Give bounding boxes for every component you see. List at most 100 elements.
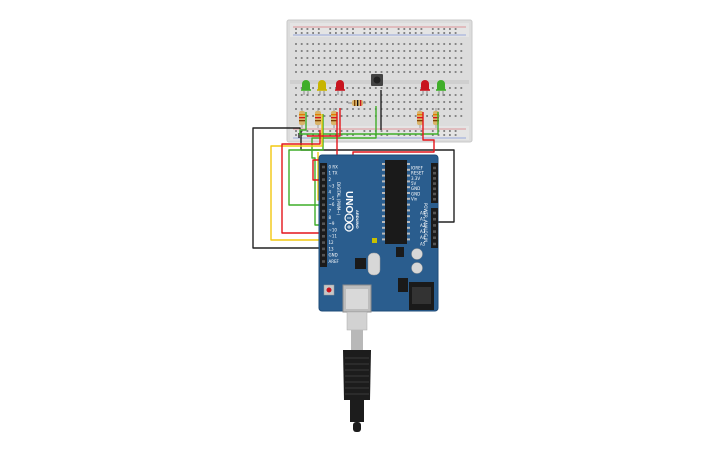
wire-red-b [312, 112, 338, 181]
power-pin[interactable] [433, 171, 436, 175]
power-pin[interactable] [433, 166, 436, 170]
wire-green-right [299, 112, 439, 135]
power-pin-label: RESET [411, 171, 424, 176]
power-pin[interactable] [433, 192, 436, 196]
analog-pin-label: A2 [420, 223, 426, 228]
power-header-label: POWER [423, 203, 428, 218]
analog-header-label: ANALOG IN [423, 220, 428, 242]
analog-pin[interactable] [433, 230, 436, 233]
analog-pin-label: A5 [420, 241, 426, 246]
digital-pin-label: 0 RX [329, 164, 339, 169]
resistor-horizontal [348, 100, 366, 106]
digital-pin-label: 8 [329, 215, 332, 220]
atmega-chip [382, 160, 410, 244]
wire-black-left [252, 127, 320, 249]
analog-pin-label: A0 [420, 210, 426, 215]
digital-pin[interactable] [322, 203, 325, 207]
digital-pin-label: 1 TX [329, 171, 338, 176]
crystal-oscillator [367, 252, 381, 276]
resistor-vertical [417, 108, 423, 128]
digital-pin[interactable] [322, 260, 325, 263]
wire-red-d [352, 112, 435, 157]
power-pin-label: 3.3V [411, 176, 420, 181]
analog-pin[interactable] [433, 224, 436, 227]
digital-pin-label: 13 [329, 246, 335, 251]
led-red-right-icon [420, 80, 430, 96]
digital-pin[interactable] [322, 222, 325, 225]
led-green-left-icon [301, 80, 311, 96]
analog-pin[interactable] [433, 211, 436, 215]
digital-pin-label: GND [329, 253, 338, 258]
digital-pin[interactable] [322, 228, 325, 232]
power-pin-label: 5V [411, 181, 417, 186]
led-green-right-icon [436, 80, 446, 96]
digital-pin[interactable] [322, 197, 325, 200]
analog-pin[interactable] [433, 217, 436, 221]
digital-pin[interactable] [322, 253, 325, 257]
power-jack-inner [412, 287, 431, 304]
analog-pin-label: A3 [420, 229, 426, 234]
wire-red-a [307, 108, 341, 137]
digital-pin[interactable] [322, 165, 325, 169]
power-pin[interactable] [433, 197, 436, 201]
digital-pin-label: ~9 [329, 221, 335, 226]
digital-pin[interactable] [322, 184, 325, 188]
digital-pin[interactable] [322, 235, 325, 238]
digital-pin-label: 2 [329, 177, 332, 182]
digital-pin-header[interactable] [320, 163, 327, 267]
digital-header-label: DIGITAL (PWM~) [336, 182, 341, 216]
small-chip [355, 258, 366, 269]
usb-cable [343, 311, 371, 432]
digital-pin-label: 12 [329, 240, 335, 245]
resistor-vertical [331, 108, 337, 128]
digital-pin[interactable] [322, 178, 325, 181]
analog-pin[interactable] [433, 236, 436, 240]
analog-pin[interactable] [433, 242, 436, 246]
digital-pin-label: AREF [329, 259, 340, 264]
digital-pin-label: ~6 [329, 202, 335, 207]
wire-green-b [311, 106, 377, 226]
led-indicator [372, 238, 377, 243]
resistor-vertical [299, 108, 305, 128]
digital-pin[interactable] [322, 241, 325, 244]
power-pin-label: Vin [411, 197, 418, 202]
usb-port-inner [346, 289, 368, 309]
digital-pin-label: ~3 [329, 183, 335, 188]
power-pin[interactable] [433, 187, 436, 191]
uno-model-label: UNO [343, 191, 354, 213]
wire-green-left [299, 112, 307, 134]
digital-pin-label: ~5 [329, 196, 335, 201]
digital-pin-label: ~10 [329, 227, 338, 232]
digital-pin[interactable] [322, 216, 325, 219]
power-pin-label: GND [411, 186, 420, 191]
wire-red-c [281, 130, 321, 234]
capacitor [411, 262, 423, 274]
arduino-logo-icon [344, 213, 354, 232]
power-pin-label: IOREF [411, 165, 424, 170]
digital-pin[interactable] [322, 172, 325, 175]
digital-pin-label: 7 [329, 209, 332, 214]
power-pin[interactable] [433, 182, 436, 185]
digital-pin[interactable] [322, 209, 325, 213]
push-button[interactable] [371, 74, 383, 86]
digital-pin[interactable] [322, 190, 325, 194]
reset-button-cap [326, 287, 332, 293]
power-pin[interactable] [433, 177, 436, 180]
digital-pin-label: ~11 [329, 234, 338, 239]
analog-pin-header[interactable] [431, 208, 438, 248]
power-pin-label: GND [411, 191, 420, 196]
led-yellow-icon [317, 80, 327, 96]
icsp-header [396, 247, 404, 257]
top-power-rail [290, 23, 469, 37]
wires [252, 90, 455, 249]
digital-pin-label: 4 [329, 190, 332, 195]
led-red-left-icon [335, 80, 345, 96]
digital-pin[interactable] [322, 247, 325, 251]
capacitor [411, 248, 423, 260]
analog-pin-label: A1 [420, 217, 426, 222]
analog-pin-label: A4 [420, 235, 426, 240]
resistor-vertical [315, 108, 321, 128]
arduino-brand-label: ARDUINO [355, 210, 360, 229]
